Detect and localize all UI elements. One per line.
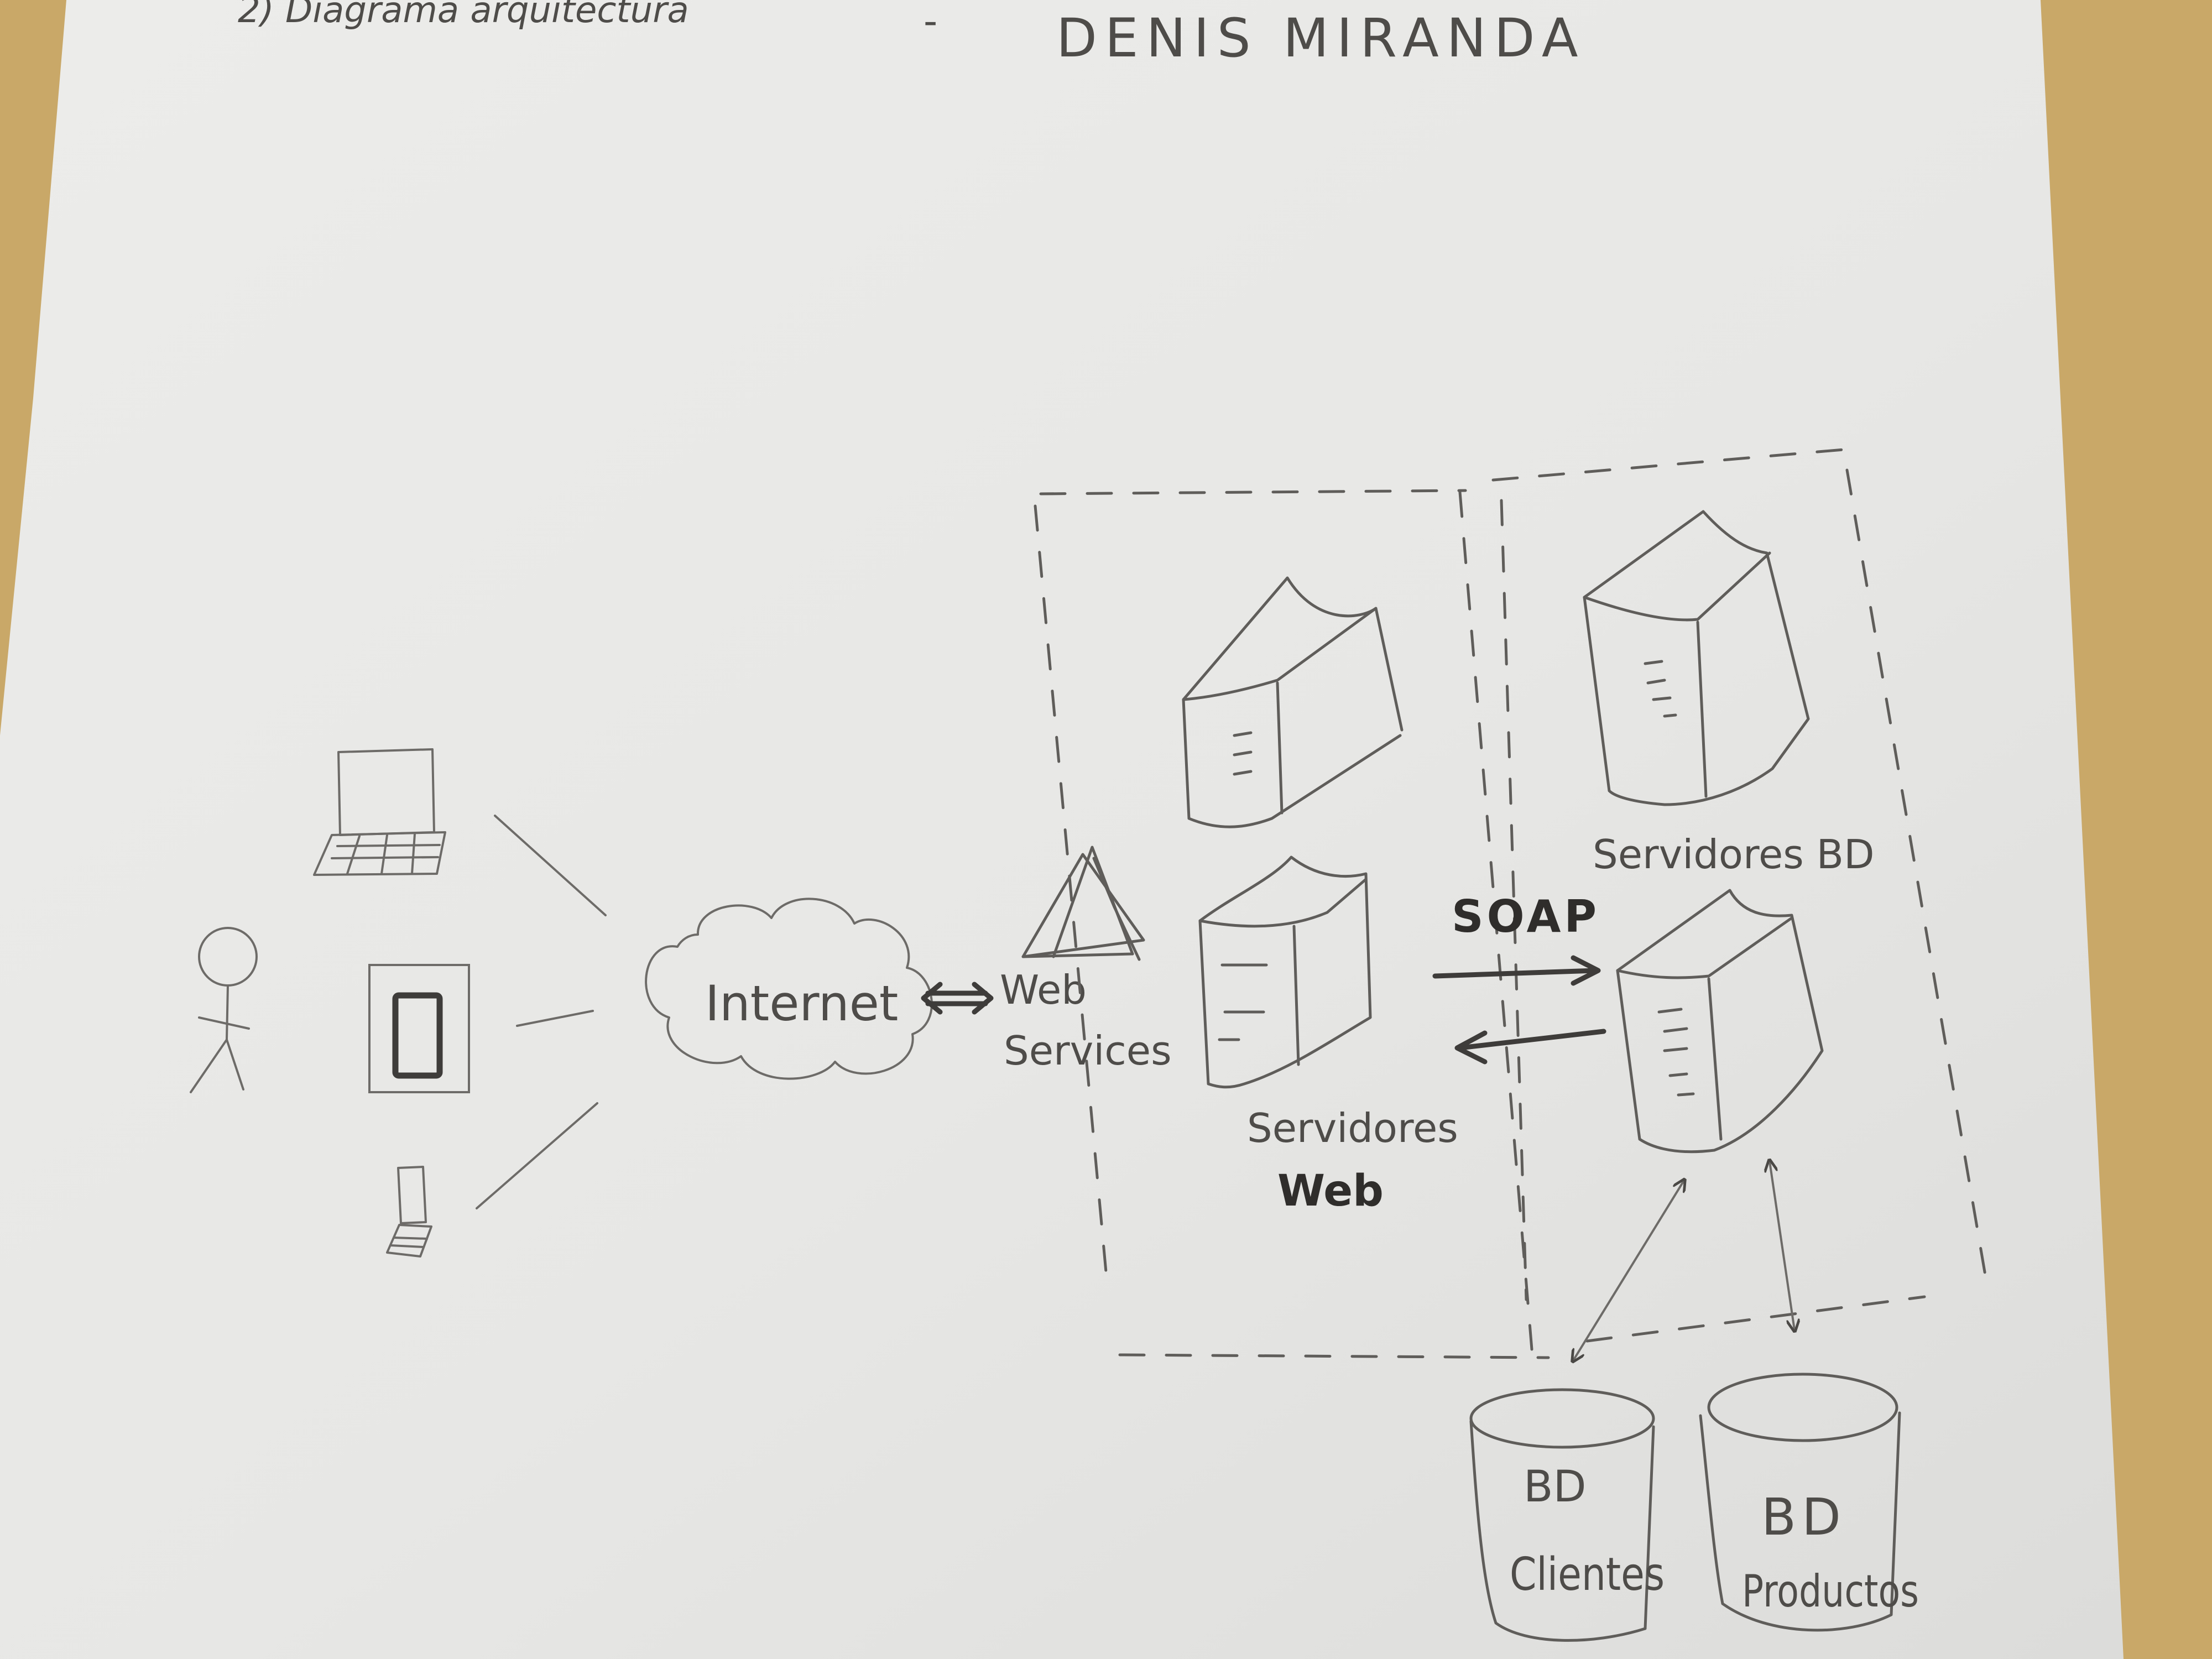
- web-tier-boundary: [1034, 489, 1550, 1359]
- internet-label: Internet: [705, 975, 898, 1032]
- db-productos-label-line2: Productos: [1742, 1566, 1919, 1617]
- author-name: DENIS MIRANDA: [1056, 7, 1586, 69]
- db-server-top: [1583, 510, 1810, 806]
- laptop-icon: [313, 748, 446, 876]
- tablet-icon: [368, 964, 470, 1093]
- web-servers-label-line2: Web: [1277, 1166, 1384, 1216]
- internet-cloud: Internet: [645, 898, 933, 1080]
- diagram-subtitle: 2) Diagrama arquitectura: [238, 0, 689, 31]
- mobile-phone-icon: [386, 1166, 432, 1258]
- db-clientes-cylinder: [1469, 1388, 1655, 1642]
- device-connection-lines: [476, 815, 607, 1209]
- db-connection-arrows: [1573, 1161, 1794, 1360]
- web-services-icon: [1021, 846, 1145, 961]
- web-server-top: [1182, 576, 1404, 828]
- db-clientes-label-line1: BD: [1524, 1462, 1587, 1512]
- internet-webservices-arrow: [921, 982, 994, 1015]
- db-clientes-label-line2: Clientes: [1510, 1548, 1665, 1601]
- web-servers-label-line1: Servidores: [1247, 1105, 1458, 1151]
- soap-label: SOAP: [1452, 891, 1600, 942]
- web-server-bottom: [1198, 855, 1372, 1089]
- soap-arrows: [1432, 955, 1606, 1065]
- web-services-label-line1: Web: [1000, 967, 1087, 1013]
- header-separator: -: [924, 0, 937, 44]
- db-servers-label: Servidores BD: [1593, 831, 1875, 878]
- paper-sheet: [0, 0, 2124, 1659]
- db-productos-label-line1: BD: [1761, 1488, 1846, 1547]
- page-header: 2) Diagrama arquitectura - DENIS MIRANDA: [238, 0, 1586, 69]
- db-productos-cylinder: [1699, 1373, 1901, 1632]
- db-server-bottom: [1616, 889, 1824, 1154]
- user-stick-figure: [190, 927, 258, 1093]
